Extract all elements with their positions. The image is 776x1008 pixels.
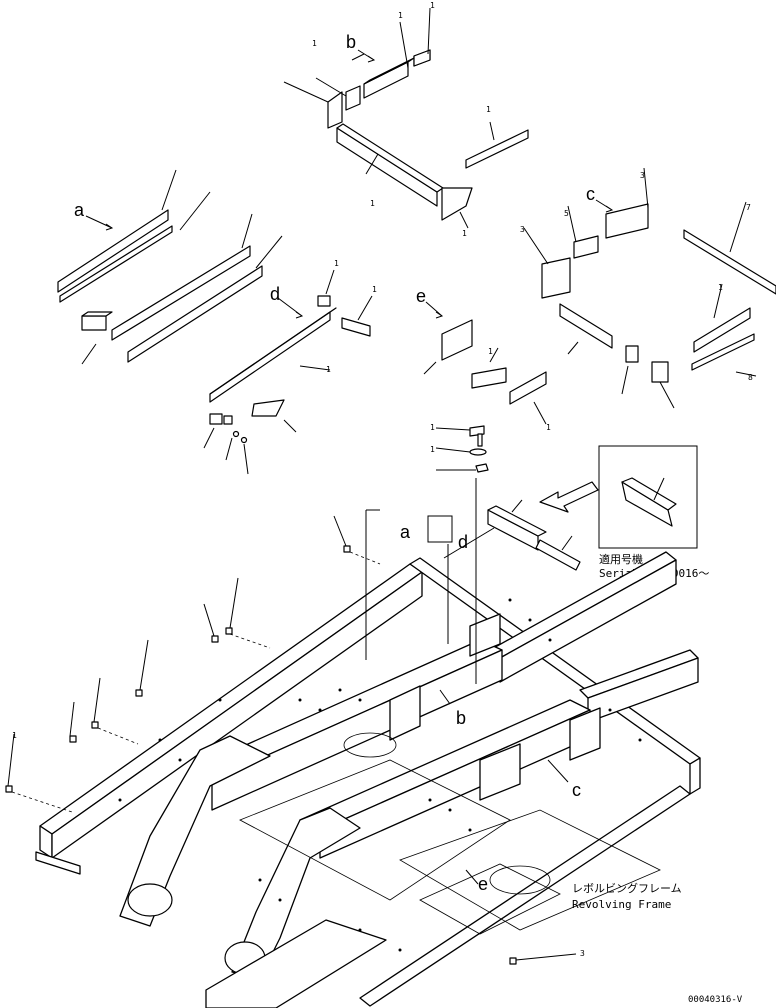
part-ref: 1	[334, 259, 339, 268]
weight-group-a	[57, 169, 283, 365]
part-ref: 3	[580, 949, 585, 958]
part-ref: 1	[430, 445, 435, 454]
weight-group-e	[423, 319, 547, 473]
callout-b-frame: b	[456, 708, 466, 728]
revolving-frame	[35, 551, 701, 1008]
part-ref: 3	[640, 171, 645, 180]
part-ref: 1	[370, 199, 375, 208]
callout-e-top: e	[416, 286, 426, 306]
callout-leaders	[365, 478, 569, 885]
part-ref: 1	[430, 423, 435, 432]
part-ref: 1	[546, 423, 551, 432]
callout-c-top: c	[586, 184, 595, 204]
frame-bolts	[5, 515, 577, 965]
part-ref: 1	[462, 229, 467, 238]
part-ref: 3	[520, 225, 525, 234]
weight-group-b	[283, 7, 529, 229]
part-ref: 1	[486, 105, 491, 114]
serial-jp-label: 適用号機	[599, 552, 643, 566]
drawing-code: 00040316-V	[688, 995, 743, 1005]
part-ref: 1	[326, 365, 331, 374]
part-ref: 8	[748, 373, 753, 382]
part-ref: 1	[372, 285, 377, 294]
callout-d-top: d	[270, 284, 280, 304]
weight-group-d	[203, 269, 373, 475]
inset-arrow	[539, 481, 599, 513]
callout-a-top: a	[74, 200, 85, 220]
part-ref: 1	[430, 1, 435, 10]
callout-e-frame: e	[478, 874, 488, 894]
part-ref: 1	[312, 39, 317, 48]
weight-group-c	[523, 167, 776, 409]
callout-d-frame: d	[458, 532, 468, 552]
frame-dots	[118, 598, 642, 952]
callout-a-frame: a	[400, 522, 411, 542]
frame-label-en: Revolving Frame	[572, 898, 671, 911]
part-reference-numbers: 1 1 1 1 1 1 3 5 3 7 1 8 1 1 1 1 1 1 1 1 …	[12, 1, 753, 958]
part-ref: 7	[746, 203, 751, 212]
callout-arrows	[85, 49, 614, 319]
frame-label-jp: レボルビングフレーム	[572, 881, 682, 895]
callout-b-top: b	[346, 32, 356, 52]
serial-parts	[487, 499, 581, 571]
callout-c-frame: c	[572, 780, 581, 800]
part-ref: 1	[488, 347, 493, 356]
part-ref: 1	[718, 283, 723, 292]
part-ref: 1	[398, 11, 403, 20]
part-ref: 1	[12, 731, 17, 740]
part-ref: 5	[564, 209, 569, 218]
